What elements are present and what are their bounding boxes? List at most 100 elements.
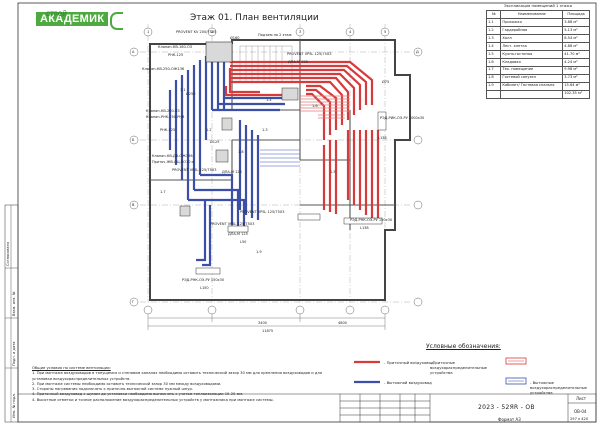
room-area: 3.88 м² bbox=[562, 17, 590, 27]
label-rnk-1: РНК-125 bbox=[168, 53, 184, 57]
sheet-label: Лист bbox=[576, 396, 587, 401]
room-area: 9.98 м² bbox=[562, 65, 590, 75]
room-1-3: 1.3 bbox=[262, 128, 268, 132]
room-name: Гардеробная bbox=[500, 25, 564, 35]
label-valve-5: Клапан-КВ-ДВ-ОЖ136 bbox=[152, 154, 193, 158]
air-terminals bbox=[195, 111, 387, 275]
note-line: 2. При монтаже системы необходимо остави… bbox=[32, 381, 222, 386]
label-diam-2: Ø250 bbox=[186, 92, 196, 96]
axis-number-4: 4 bbox=[349, 30, 352, 34]
supply-ducts bbox=[224, 60, 380, 220]
room-1-7: 1.7 bbox=[160, 190, 166, 194]
room-area: 41.70 м² bbox=[562, 49, 590, 59]
room-num: 1.6 bbox=[485, 57, 502, 67]
format-size: 297 х 420 bbox=[570, 417, 589, 421]
legend-title: Условные обозначения: bbox=[426, 343, 501, 350]
label-provent-vpsl-top: PROVENT VPSL 125/75Х3 bbox=[287, 52, 332, 56]
room-name: Тех. помещение bbox=[500, 65, 564, 75]
note-line: установки воздухораспределительных устро… bbox=[32, 376, 131, 381]
format-label: Формат А3 bbox=[498, 417, 521, 422]
label-len-3: L50 bbox=[240, 240, 247, 244]
room-name: Кухня-гостиная bbox=[500, 49, 564, 59]
room-num: 1.3 bbox=[485, 33, 502, 43]
col-name: Наименование bbox=[500, 10, 564, 19]
room-name: Лест. клетка bbox=[500, 41, 564, 51]
label-diam-3: Ø160 bbox=[230, 36, 240, 40]
room-area: 5.13 м² bbox=[562, 25, 590, 35]
logo-text: АКАДЕМИК bbox=[36, 12, 109, 26]
legend-exhaust-duct: - Вытяжной воздуховод bbox=[384, 380, 432, 385]
logo-subtext: СТРОЙ bbox=[46, 12, 67, 18]
side-stamp-frame bbox=[4, 204, 19, 423]
sheet-number: ОВ-04 bbox=[574, 409, 587, 414]
dim-label-2: 11875 bbox=[262, 329, 274, 333]
label-rise: Подъем на 2 этаж bbox=[258, 33, 292, 37]
room-area: 4.88 м² bbox=[562, 41, 590, 51]
room-1-8: 1.8 bbox=[238, 150, 244, 154]
room-num: 1.5 bbox=[485, 49, 502, 59]
sheet-title: Этаж 01. План вентиляции bbox=[190, 13, 319, 23]
building-walls bbox=[149, 39, 411, 301]
label-diam-4: Ø125 bbox=[210, 140, 220, 144]
legend-exhaust-terminal: - Вытяжные воздухораспределительные устр… bbox=[530, 380, 587, 395]
axis-letter-v: В bbox=[132, 203, 135, 207]
label-diam-1: Ø75 bbox=[382, 80, 390, 84]
axis-letter-g: Г bbox=[132, 300, 135, 304]
legend-supply-terminal: - Приточные воздухораспределительные уст… bbox=[430, 360, 487, 375]
label-dpa-1: ДПА-М 125 bbox=[222, 170, 242, 174]
col-num: № bbox=[485, 10, 502, 19]
room-1-2: 1.2 bbox=[206, 128, 212, 132]
room-num: 1.2 bbox=[485, 25, 502, 35]
axis-number-5: 5 bbox=[384, 30, 387, 34]
axis-number-2: 2 bbox=[211, 30, 214, 34]
supply-branches bbox=[300, 95, 350, 119]
recuperator-unit bbox=[205, 41, 233, 63]
side-sign-date: Подп. и дата bbox=[12, 341, 16, 366]
room-1-5: 1.5 bbox=[330, 170, 336, 174]
legend-supply-duct: - Приточный воздуховод bbox=[384, 360, 434, 365]
label-grille-right: РЭД-РНК-ОЭ-РУ 150х30 bbox=[350, 218, 393, 222]
staircase bbox=[239, 45, 293, 83]
axis-number-3: 3 bbox=[299, 30, 302, 34]
label-grille-bottom: РЭД-РНК-ОЭ-РУ 150х30 bbox=[182, 278, 225, 282]
label-provent-kv: PROVENT KV 200/75Х5 bbox=[176, 30, 217, 34]
label-provent-vpsl-center: PROVENT VPSL 125/75Х3 bbox=[240, 210, 285, 214]
label-provent-vpsl-left: PROVENT VPSL 125/75Х3 bbox=[172, 168, 217, 172]
note-line: 1. При монтаже воздуховодов в тянущемся … bbox=[32, 371, 322, 376]
label-valve-4: Клапан-РНК-250-РНВ bbox=[146, 115, 185, 119]
note-line: 4. Приточный воздуховод с шумом до устан… bbox=[32, 392, 244, 397]
room-1-1: 1.1 bbox=[180, 88, 186, 92]
room-table-header: № Наименование Площадь bbox=[485, 10, 590, 19]
label-len-1: L138 bbox=[378, 136, 387, 140]
room-area: 3.73 м² bbox=[562, 73, 590, 83]
room-table-caption: Экспликация помещений 1 этажа bbox=[503, 3, 573, 8]
general-notes: Общие условия по системе вентиляции: 1. … bbox=[32, 366, 332, 403]
label-valve-2: Клапан-КВ-250-ОЖ136 bbox=[142, 67, 185, 71]
label-valve-3: Клапан-КВ-200-ВЗ bbox=[146, 109, 180, 113]
label-dpa-3: ДПА-М 125 bbox=[288, 60, 308, 64]
label-supply-valve: Приточ-ЖВ-ОЦ-ВО10 м bbox=[152, 160, 195, 164]
legend-symbols bbox=[354, 357, 527, 385]
room-area: 15.64 м² bbox=[562, 81, 590, 91]
room-table-total: 102.35 м² bbox=[485, 89, 590, 99]
room-name: Кладовая bbox=[500, 57, 564, 67]
drawing-code: 2023 - 52ЯR - ОВ bbox=[478, 404, 535, 411]
label-len-2: L150 bbox=[200, 286, 209, 290]
axis-number-1: 1 bbox=[147, 30, 150, 34]
side-inv-orig: Инв. № подл. bbox=[12, 393, 16, 418]
label-provent-vpsl-low: PROVENT VPSL 125/75Х3 bbox=[210, 222, 255, 226]
room-num: 1.1 bbox=[485, 17, 502, 27]
room-name: Холл bbox=[500, 33, 564, 43]
col-area: Площадь bbox=[562, 10, 590, 19]
